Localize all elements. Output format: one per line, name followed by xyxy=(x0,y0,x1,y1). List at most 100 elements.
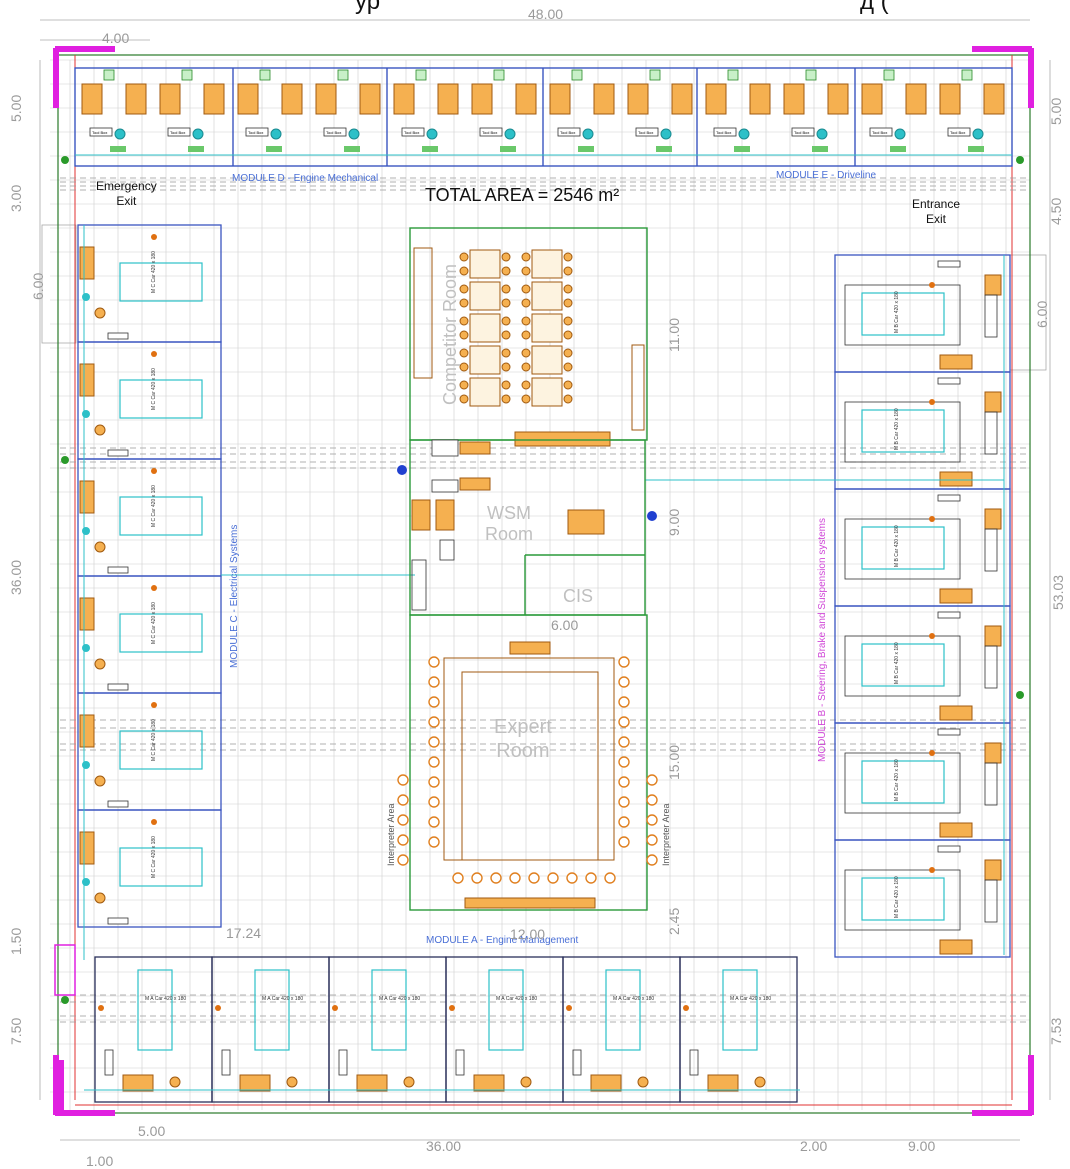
workbench xyxy=(79,831,95,865)
tool-box-label: Tool Box xyxy=(482,130,497,135)
lift-point xyxy=(151,351,157,357)
car-label: M B Car 420 x 180 xyxy=(894,876,900,918)
module-c-label: MODULE C - Electrical Systems xyxy=(229,524,240,668)
chair xyxy=(563,380,573,390)
tool-box-label: Tool Box xyxy=(794,130,809,135)
module-c-bay xyxy=(77,575,222,694)
chair xyxy=(82,527,90,535)
bin xyxy=(883,69,895,81)
workbench xyxy=(79,480,95,514)
car-outline xyxy=(488,969,524,1051)
chair xyxy=(94,307,106,319)
chair xyxy=(501,252,511,262)
car-label: M B Car 420 x 180 xyxy=(894,525,900,567)
tool-box-label: Tool Box xyxy=(170,130,185,135)
dim-box-left6 xyxy=(41,224,77,344)
workbench xyxy=(79,246,95,280)
car-label: M C Car 420 x 180 xyxy=(151,602,157,644)
chair xyxy=(501,298,511,308)
dim-center-12: 12.00 xyxy=(510,926,546,942)
dim-right-5: 5.00 xyxy=(1048,97,1064,125)
cabinet xyxy=(984,879,998,923)
plant-mat xyxy=(500,146,516,152)
chair xyxy=(82,644,90,652)
chair xyxy=(618,696,630,708)
dim-center-11: 11.00 xyxy=(666,318,682,352)
desk xyxy=(469,313,501,343)
tool-box-label: Tool Box xyxy=(560,130,575,135)
plant-mat xyxy=(266,146,282,152)
workbench xyxy=(237,83,259,115)
chair xyxy=(547,872,559,884)
chair xyxy=(618,796,630,808)
chair xyxy=(754,1076,766,1088)
dim-top-total: 48.00 xyxy=(528,6,564,22)
workbench xyxy=(81,83,103,115)
chair xyxy=(563,394,573,404)
exit-arrow xyxy=(1016,156,1024,164)
chair xyxy=(521,380,531,390)
dim-right-7-53: 7.53 xyxy=(1048,1017,1064,1045)
workbench xyxy=(939,588,973,604)
car-label: M A Car 420 x 180 xyxy=(145,996,186,1002)
building-outline xyxy=(57,54,1031,1114)
dim-left-3: 3.00 xyxy=(8,184,24,212)
interpreter-area-right: Interpreter Area xyxy=(661,803,671,866)
side-marker xyxy=(54,944,76,996)
workbench xyxy=(203,83,225,115)
bin xyxy=(415,69,427,81)
desk xyxy=(531,313,563,343)
module-c-bay xyxy=(77,458,222,577)
workbench xyxy=(827,83,849,115)
chair xyxy=(82,878,90,886)
chair xyxy=(82,410,90,418)
chair xyxy=(521,330,531,340)
workbench xyxy=(939,471,973,487)
tool-box xyxy=(245,127,269,137)
tool-box-label: Tool Box xyxy=(326,130,341,135)
dim-right-6: 6.00 xyxy=(1034,300,1050,328)
corner-marker xyxy=(53,1055,59,1115)
tool-box xyxy=(167,127,191,137)
lift-point xyxy=(929,282,935,288)
chair xyxy=(459,252,469,262)
workbench xyxy=(79,714,95,748)
corner-marker xyxy=(53,48,59,108)
workbench xyxy=(473,1074,505,1092)
workbench xyxy=(471,83,493,115)
module-e-label: MODULE E - Driveline xyxy=(776,170,877,181)
bin xyxy=(961,69,973,81)
cabinet xyxy=(984,645,998,689)
chair xyxy=(459,316,469,326)
workbench xyxy=(590,1074,622,1092)
tool-box xyxy=(431,479,459,493)
chair xyxy=(459,266,469,276)
chair xyxy=(94,658,106,670)
lift-point xyxy=(98,1005,104,1011)
workbench xyxy=(437,83,459,115)
tool-box-label: Tool Box xyxy=(404,130,419,135)
chair xyxy=(582,128,594,140)
chair xyxy=(428,756,440,768)
tool-box-label: Tool Box xyxy=(950,130,965,135)
workbench xyxy=(905,83,927,115)
chair xyxy=(452,872,464,884)
u-table-inner xyxy=(461,671,599,861)
chair xyxy=(618,756,630,768)
chair xyxy=(348,128,360,140)
chair xyxy=(501,348,511,358)
chair xyxy=(660,128,672,140)
tool-box xyxy=(937,611,961,619)
chair xyxy=(618,736,630,748)
workbench xyxy=(939,83,961,115)
chair xyxy=(618,716,630,728)
tool-box xyxy=(455,1049,465,1076)
desk xyxy=(531,249,563,279)
cabinet xyxy=(984,294,998,338)
corner-marker xyxy=(1028,48,1034,108)
module-b-bay xyxy=(834,839,1011,958)
car-outline xyxy=(861,292,945,336)
tool-box xyxy=(937,845,961,853)
